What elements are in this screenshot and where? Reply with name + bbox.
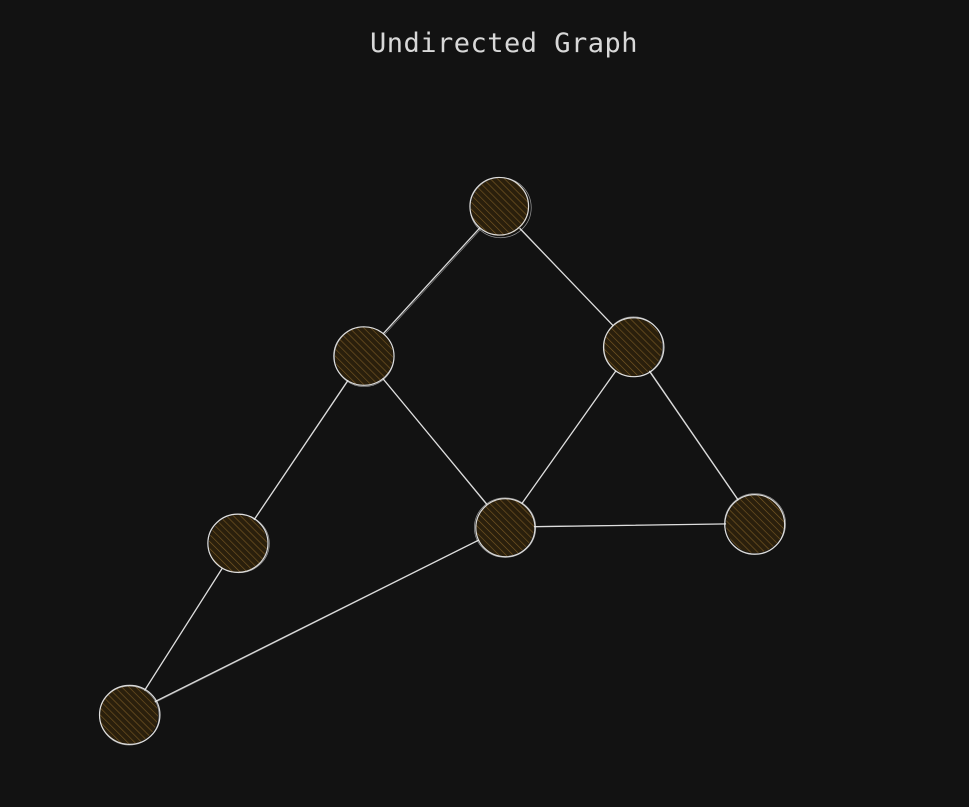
node-right xyxy=(724,493,786,555)
node-mid-left xyxy=(333,326,395,387)
edge-left-bottom-left xyxy=(127,543,239,717)
node-mid-right xyxy=(602,316,665,378)
nodes-layer xyxy=(98,176,786,746)
node-bottom-left xyxy=(98,684,161,746)
node-center xyxy=(474,497,537,558)
edge-mid-right-right xyxy=(632,346,756,525)
edge-center-bottom-left xyxy=(128,526,506,716)
edge-top-mid-left xyxy=(362,205,501,357)
edge-center-right xyxy=(504,522,756,528)
edge-mid-right-center xyxy=(504,346,634,528)
edge-mid-left-center xyxy=(363,355,506,528)
edge-mid-left-left xyxy=(237,355,366,545)
node-top xyxy=(469,176,532,239)
node-left xyxy=(207,513,270,574)
diagram-title: Undirected Graph xyxy=(369,28,639,59)
edges-layer xyxy=(127,205,756,717)
edge-top-mid-right xyxy=(498,206,635,348)
